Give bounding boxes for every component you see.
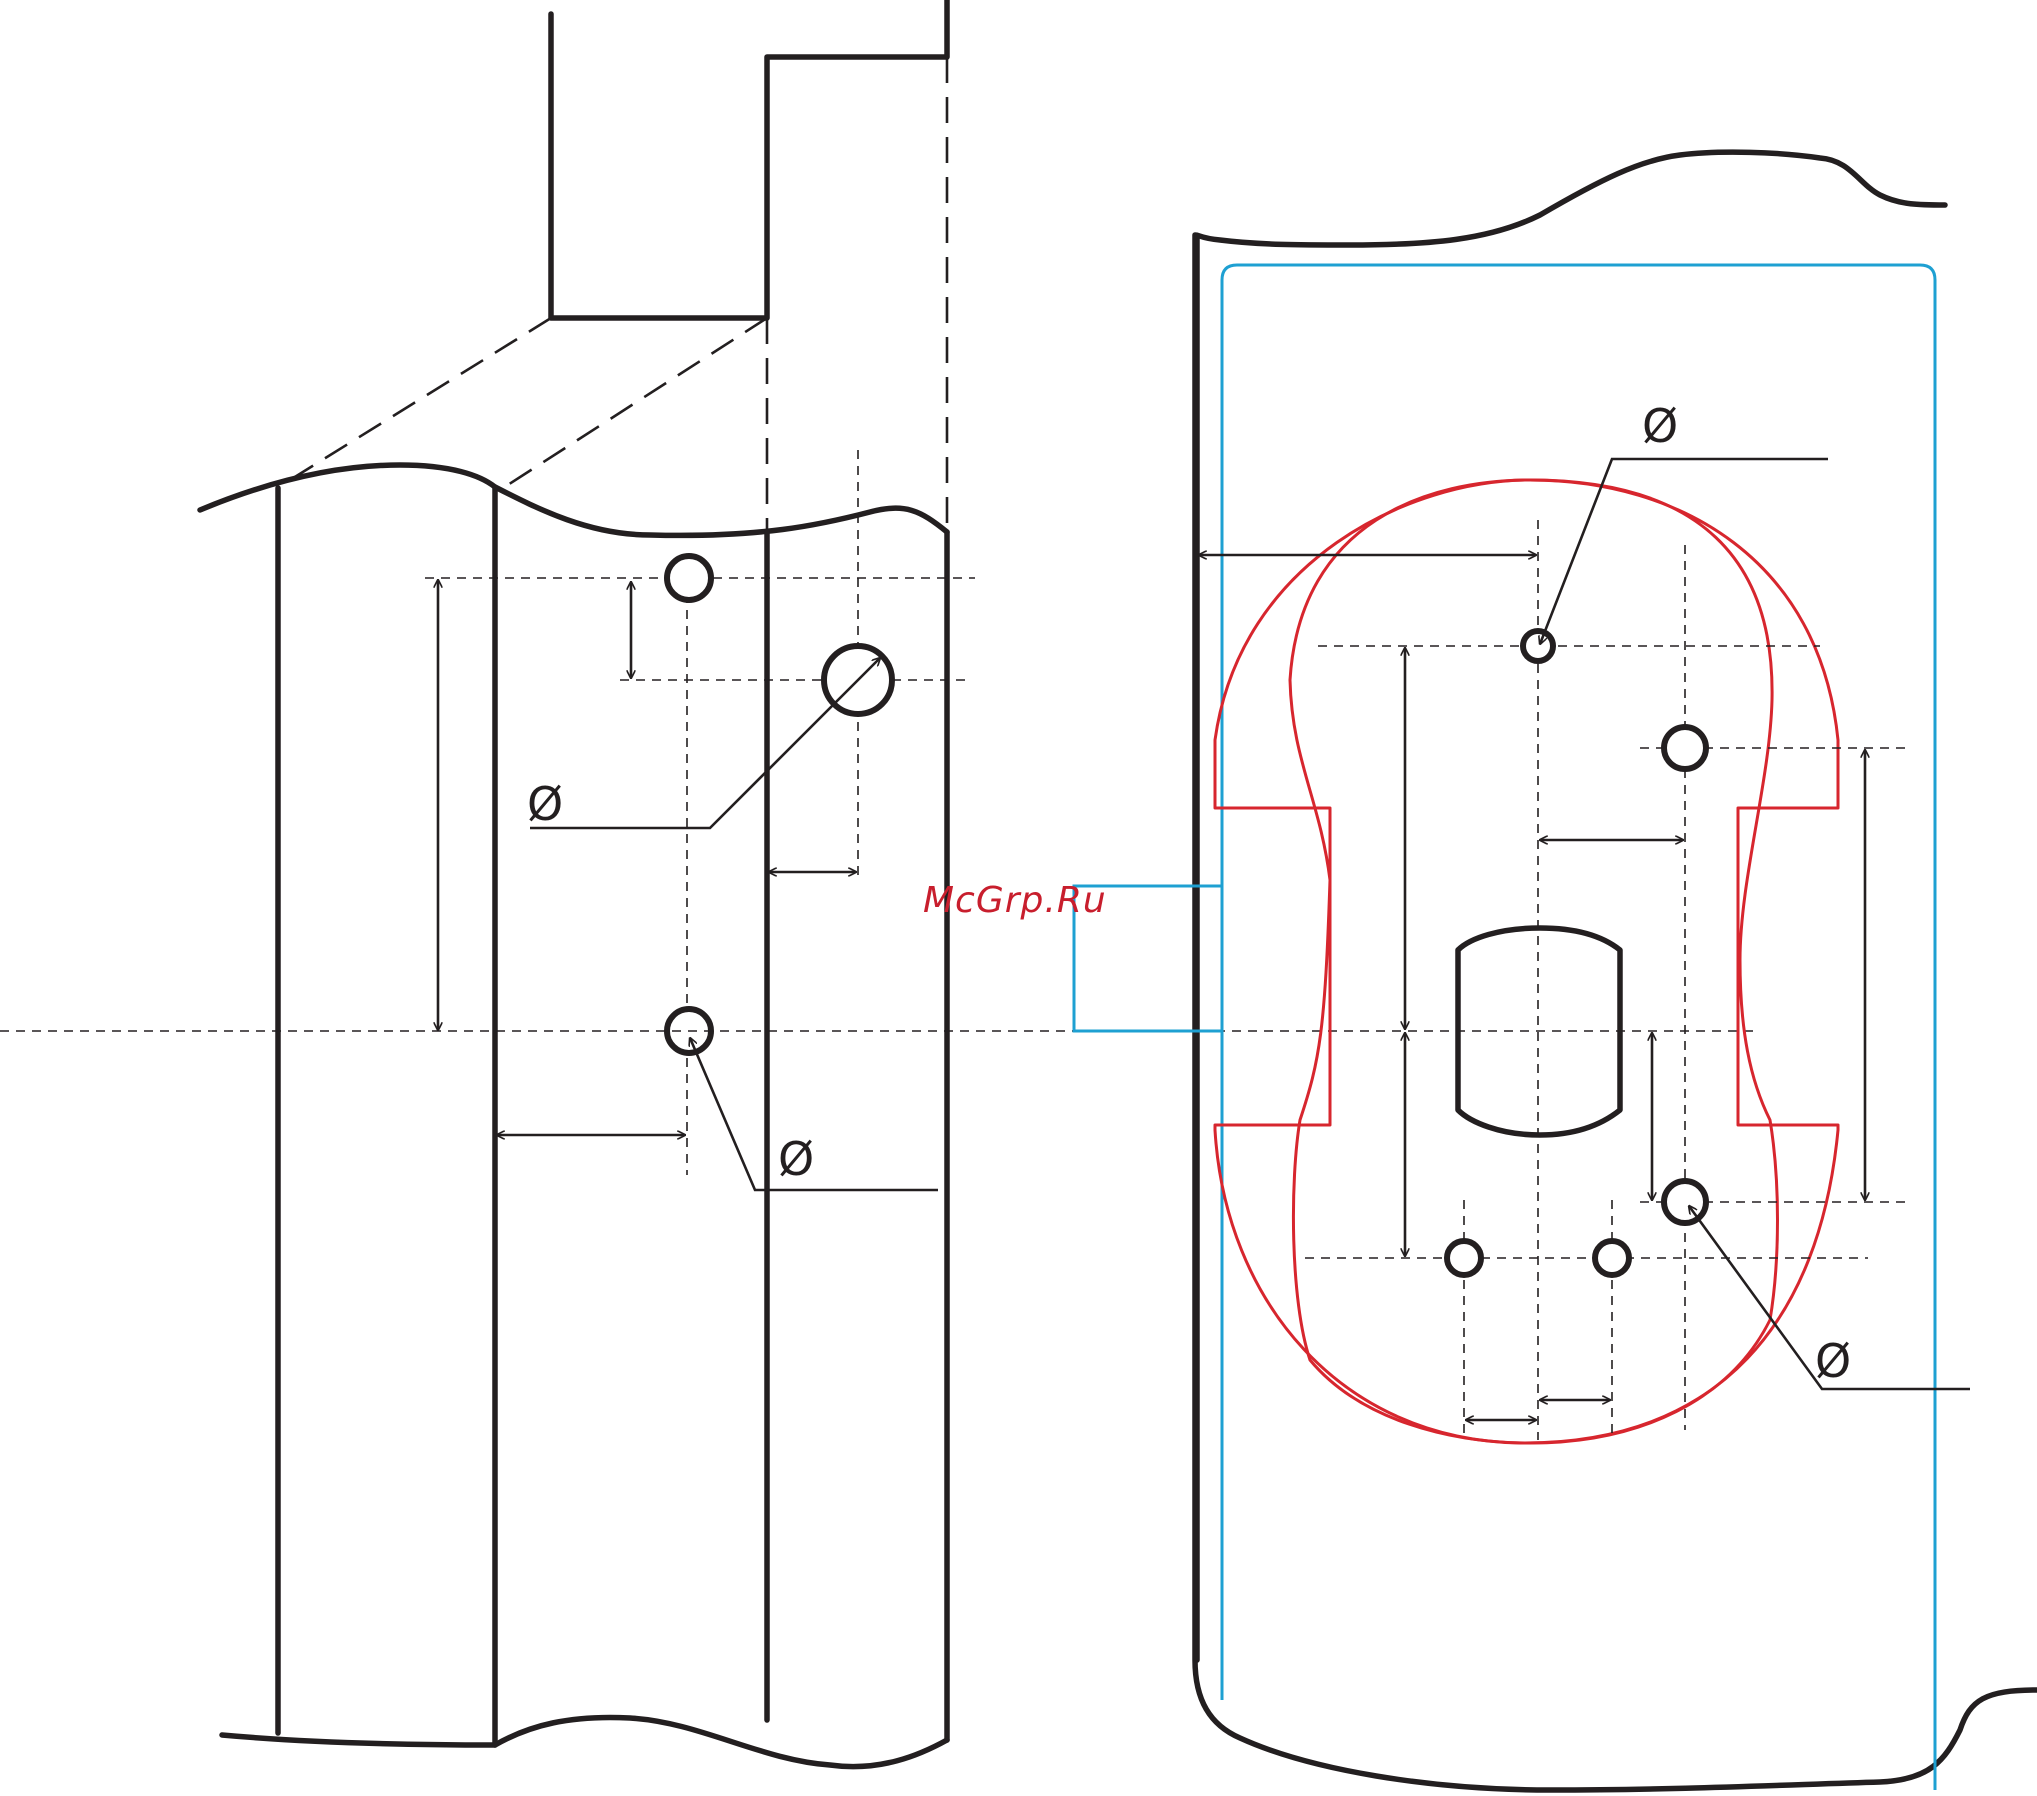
right-front-view: Ø Ø xyxy=(1072,149,2037,1793)
mounting-plate-guide xyxy=(1220,263,1937,1790)
left-side-view: Ø Ø xyxy=(197,0,975,1770)
template-hole-top xyxy=(1520,628,1556,664)
template-outline-inner xyxy=(1288,478,1779,1445)
diameter-symbol-bottom-hole: Ø xyxy=(778,1132,814,1186)
template-hole-bottom-left xyxy=(1444,1238,1484,1278)
diameter-symbol-right-hole: Ø xyxy=(1815,1334,1851,1388)
watermark-text: McGrp.Ru xyxy=(923,880,1107,921)
wall-top-edge xyxy=(197,462,950,539)
diameter-symbol-top-hole: Ø xyxy=(1642,399,1678,453)
wall-bottom-edge xyxy=(219,1714,950,1770)
upper-box-outline xyxy=(548,0,950,321)
template-hole-right-lower xyxy=(1661,1178,1709,1226)
mount-hole-top xyxy=(664,553,714,603)
diameter-symbol-large-hole: Ø xyxy=(527,777,563,831)
template-hole-right-upper xyxy=(1661,724,1709,772)
template-hole-bottom-right xyxy=(1592,1238,1632,1278)
body-outline xyxy=(1192,149,2037,1793)
cable-opening xyxy=(1455,925,1623,1138)
template-outline-outer xyxy=(1213,478,1840,1445)
